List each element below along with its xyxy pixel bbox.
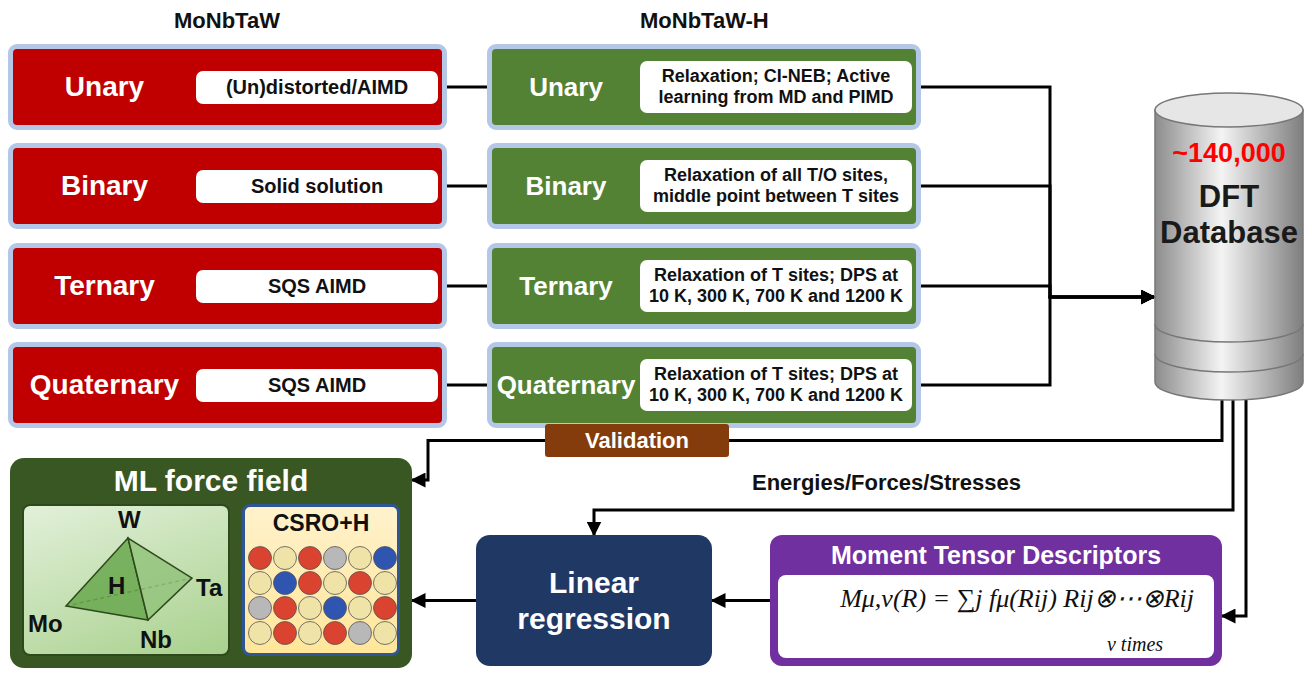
- atom-sphere: [249, 547, 272, 570]
- connector: [921, 286, 1154, 297]
- atom-sphere: [324, 572, 347, 595]
- box-text: v times: [1085, 633, 1185, 656]
- atom-sphere: [274, 622, 297, 645]
- box-heading: Binary: [13, 171, 196, 202]
- method-box: Relaxation of T sites; DPS at 10 K, 300 …: [640, 260, 912, 311]
- box-heading: Quaternary: [13, 370, 196, 401]
- box-heading: Binary: [492, 172, 640, 201]
- connector: [712, 599, 770, 602]
- atom-sphere: [324, 622, 347, 645]
- csro-panel: CSRO+H: [242, 504, 400, 656]
- box-text: Relaxation of T sites; DPS at 10 K, 300 …: [640, 359, 912, 410]
- atom-sphere: [374, 622, 397, 645]
- method-box: SQS AIMD: [196, 270, 438, 303]
- connector: [1222, 400, 1246, 616]
- method-box: Solid solution: [196, 170, 438, 203]
- hydride-box: BinaryRelaxation of all T/O sites, middl…: [487, 143, 921, 229]
- atom-sphere: [374, 547, 397, 570]
- atom-sphere: [349, 547, 372, 570]
- atom-sphere: [274, 572, 297, 595]
- hydride-box: TernaryRelaxation of T sites; DPS at 10 …: [487, 243, 921, 329]
- box-text: Moment Tensor Descriptors: [770, 535, 1222, 570]
- box-text: Solid solution: [196, 170, 438, 203]
- box-text: SQS AIMD: [196, 369, 438, 402]
- alloy-box: QuaternarySQS AIMD: [8, 342, 447, 428]
- box-text: ML force field: [10, 458, 412, 498]
- atom-sphere: [349, 622, 372, 645]
- box-text: H: [108, 572, 125, 600]
- box-heading: Unary: [492, 73, 640, 102]
- descriptor-box: Moment Tensor DescriptorsMμ,ν(R) = ∑j fμ…: [770, 535, 1222, 666]
- atom-sphere: [324, 597, 347, 620]
- alloy-box: TernarySQS AIMD: [8, 243, 447, 329]
- atom-sphere: [299, 597, 322, 620]
- alloy-box: BinarySolid solution: [8, 143, 447, 229]
- box-text: Nb: [140, 626, 172, 654]
- atom-sphere: [349, 597, 372, 620]
- atom-sphere: [249, 622, 272, 645]
- connector: [921, 87, 1154, 297]
- connector: [447, 185, 487, 188]
- method-box: SQS AIMD: [196, 369, 438, 402]
- box-text: Validation: [585, 428, 689, 454]
- box-heading: Unary: [13, 72, 196, 103]
- regression-box: Linear regression: [476, 535, 712, 666]
- underbrace: [1076, 617, 1196, 630]
- atom-spheres: [249, 547, 397, 645]
- connector: [447, 384, 487, 387]
- database-cylinder: ~140,000DFT Database: [1154, 92, 1304, 402]
- method-box: Relaxation; CI-NEB; Active learning from…: [640, 61, 912, 112]
- tetrahedron-panel: W H TaMoNb: [22, 504, 230, 656]
- atom-sphere: [299, 547, 322, 570]
- alloy-box: Unary(Un)distorted/AIMD: [8, 44, 447, 130]
- edge-label: Energies/Forces/Stresses: [752, 470, 1021, 496]
- atom-sphere: [349, 572, 372, 595]
- box-text: Mo: [28, 610, 63, 638]
- hydride-box: UnaryRelaxation; CI-NEB; Active learning…: [487, 44, 921, 130]
- connector: [412, 441, 545, 481]
- atom-sphere: [249, 572, 272, 595]
- hydride-box: QuaternaryRelaxation of T sites; DPS at …: [487, 342, 921, 428]
- connector: [921, 297, 1154, 385]
- box-text: Relaxation of T sites; DPS at 10 K, 300 …: [640, 260, 912, 311]
- box-text: W: [118, 506, 141, 534]
- box-heading: Ternary: [13, 271, 196, 302]
- box-heading: Quaternary: [492, 371, 640, 400]
- column-header: MoNbTaW: [174, 8, 280, 34]
- box-text: CSRO+H: [245, 507, 397, 537]
- tetrahedron: [66, 538, 192, 620]
- box-heading: Ternary: [492, 272, 640, 301]
- atom-sphere: [249, 597, 272, 620]
- result-panel: ML force fieldW H TaMoNb CSRO+H: [10, 458, 412, 668]
- method-box: (Un)distorted/AIMD: [196, 71, 438, 104]
- atom-sphere: [299, 572, 322, 595]
- validation-box: Validation: [545, 424, 729, 457]
- box-text: DFT Database: [1154, 179, 1304, 250]
- atom-sphere: [299, 622, 322, 645]
- box-text: Relaxation of all T/O sites, middle poin…: [640, 160, 912, 211]
- atom-sphere: [374, 572, 397, 595]
- box-text: ~140,000: [1154, 92, 1304, 169]
- box-text: Ta: [196, 574, 222, 602]
- box-text: (Un)distorted/AIMD: [196, 71, 438, 104]
- connector: [447, 86, 487, 89]
- column-header: MoNbTaW-H: [640, 8, 769, 34]
- connector: [412, 599, 476, 602]
- atom-sphere: [274, 597, 297, 620]
- box-text: Linear regression: [476, 565, 712, 637]
- method-box: Relaxation of T sites; DPS at 10 K, 300 …: [640, 359, 912, 410]
- box-text: SQS AIMD: [196, 270, 438, 303]
- atom-sphere: [374, 597, 397, 620]
- atom-sphere: [274, 547, 297, 570]
- box-text: Relaxation; CI-NEB; Active learning from…: [640, 61, 912, 112]
- connector: [447, 285, 487, 288]
- method-box: Relaxation of all T/O sites, middle poin…: [640, 160, 912, 211]
- atom-sphere: [324, 547, 347, 570]
- connector: [921, 186, 1154, 297]
